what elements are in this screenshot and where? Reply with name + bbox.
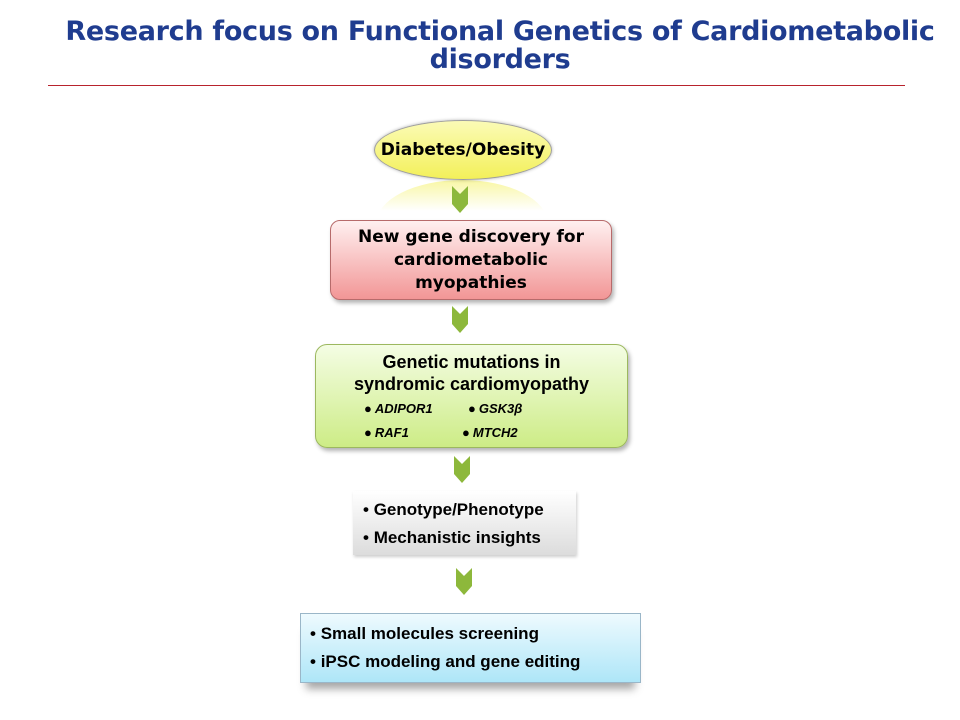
insight-item: • Genotype/Phenotype xyxy=(363,500,544,520)
insights-box: • Genotype/Phenotype • Mechanistic insig… xyxy=(353,491,576,555)
genetic-mutations-heading-line-1: Genetic mutations in xyxy=(382,352,561,372)
bullet-icon: ● xyxy=(364,401,372,416)
bullet-icon: ● xyxy=(364,425,372,440)
title-line-2: disorders xyxy=(429,44,571,75)
gene-discovery-label: New gene discovery for cardiometabolic m… xyxy=(358,226,584,293)
gene-item: ●RAF1 xyxy=(364,425,409,440)
gene-raf1: RAF1 xyxy=(374,425,409,440)
gene-item: ●ADIPOR1 xyxy=(364,401,433,416)
genetic-mutations-box: Genetic mutations in syndromic cardiomyo… xyxy=(315,344,628,448)
bullet-icon: • xyxy=(310,624,316,643)
chevron-down-arrow-1 xyxy=(452,186,468,213)
approach-item: • iPSC modeling and gene editing xyxy=(310,652,580,672)
approach-item: • Small molecules screening xyxy=(310,624,539,644)
chevron-down-arrow-3 xyxy=(454,456,470,483)
approaches-box: • Small molecules screening • iPSC model… xyxy=(300,613,641,683)
bullet-icon: • xyxy=(363,500,369,519)
title-line-1: Research focus on Functional Genetics of… xyxy=(65,16,935,47)
gene-mtch2: MTCH2 xyxy=(472,425,518,440)
insight-item: • Mechanistic insights xyxy=(363,528,541,548)
gene-item: ●GSK3β xyxy=(468,401,522,416)
gene-gsk3b: GSK3β xyxy=(478,401,523,416)
diabetes-obesity-label: Diabetes/Obesity xyxy=(380,140,546,160)
gene-item: ●MTCH2 xyxy=(462,425,518,440)
bullet-icon: • xyxy=(310,652,316,671)
diabetes-obesity-node: Diabetes/Obesity xyxy=(374,120,552,180)
approach-small-molecules: Small molecules screening xyxy=(320,624,539,643)
approach-ipsc: iPSC modeling and gene editing xyxy=(320,652,581,671)
genetic-mutations-heading-line-2: syndromic cardiomyopathy xyxy=(353,374,590,394)
page-title: Research focus on Functional Genetics of… xyxy=(60,18,940,74)
bullet-icon: ● xyxy=(468,401,476,416)
insight-genotype: Genotype/Phenotype xyxy=(373,500,544,519)
gene-adipor1: ADIPOR1 xyxy=(374,401,433,416)
bullet-icon: ● xyxy=(462,425,470,440)
insight-mechanistic: Mechanistic insights xyxy=(373,528,541,547)
gene-discovery-box: New gene discovery for cardiometabolic m… xyxy=(330,220,612,300)
genetic-mutations-heading: Genetic mutations in syndromic cardiomyo… xyxy=(316,351,627,395)
bullet-icon: • xyxy=(363,528,369,547)
chevron-down-arrow-2 xyxy=(452,306,468,333)
title-divider xyxy=(48,85,905,86)
chevron-down-arrow-4 xyxy=(456,568,472,595)
